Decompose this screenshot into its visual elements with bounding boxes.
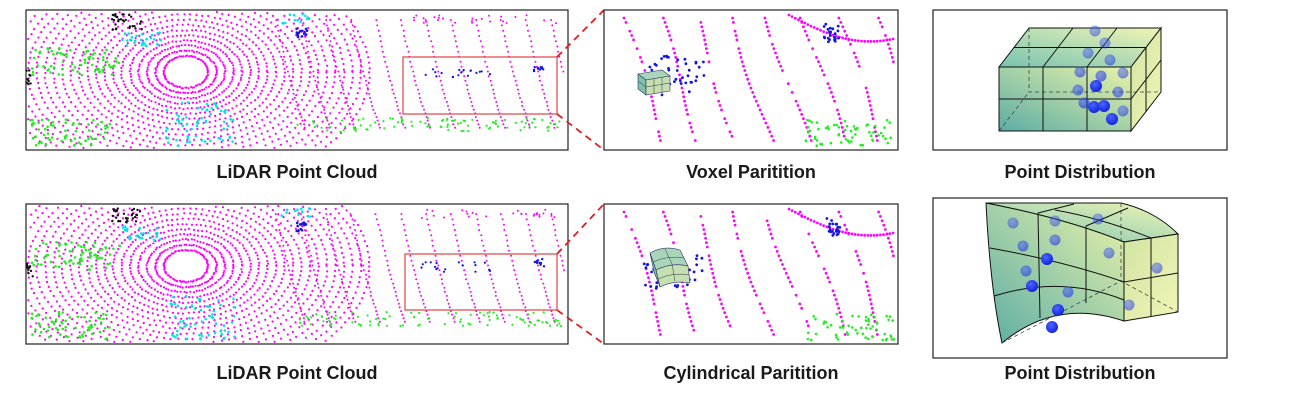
cylindrical-sector-grid — [985, 202, 1180, 344]
cylindrical-grid-glyph — [649, 247, 691, 288]
scene-panel-2 — [25, 203, 569, 345]
zoomed-point-cloud — [622, 13, 895, 147]
distribution-points — [1072, 25, 1129, 125]
zoom-connectors-1 — [556, 9, 605, 151]
zoom-connector-bottom — [556, 309, 605, 345]
distribution-label: Point Distribution — [1004, 162, 1156, 182]
scene-panel-1 — [25, 9, 569, 151]
highlight-box — [404, 253, 558, 311]
lidar-point-cloud — [25, 10, 565, 149]
partition-panel-2 — [603, 203, 899, 345]
scene-label: LiDAR Point Cloud — [216, 162, 378, 182]
zoom-connectors-2 — [556, 203, 605, 345]
scene-label: LiDAR Point Cloud — [216, 363, 378, 383]
distribution-panel-2 — [932, 197, 1228, 359]
partition-label: Cylindrical Paritition — [663, 363, 839, 383]
highlight-box — [402, 56, 558, 115]
partition-label: Voxel Paritition — [686, 162, 816, 182]
lidar-point-cloud — [25, 204, 565, 343]
scene-panel-frame — [25, 9, 569, 151]
distribution-label: Point Distribution — [1004, 363, 1156, 383]
scene-panel-frame — [25, 203, 569, 345]
distribution-panel-1 — [932, 9, 1228, 151]
distribution-points — [1007, 213, 1163, 333]
partition-panel-1 — [603, 9, 899, 151]
row-1 — [25, 9, 1228, 151]
partition-panel-frame — [603, 203, 899, 345]
voxel-cube-grid — [997, 25, 1163, 133]
zoomed-point-cloud — [622, 207, 896, 342]
sector-front-face — [985, 202, 1125, 344]
row-2 — [25, 197, 1228, 359]
zoom-connector-bottom — [556, 113, 605, 151]
voxel-grid-glyph — [637, 69, 671, 96]
